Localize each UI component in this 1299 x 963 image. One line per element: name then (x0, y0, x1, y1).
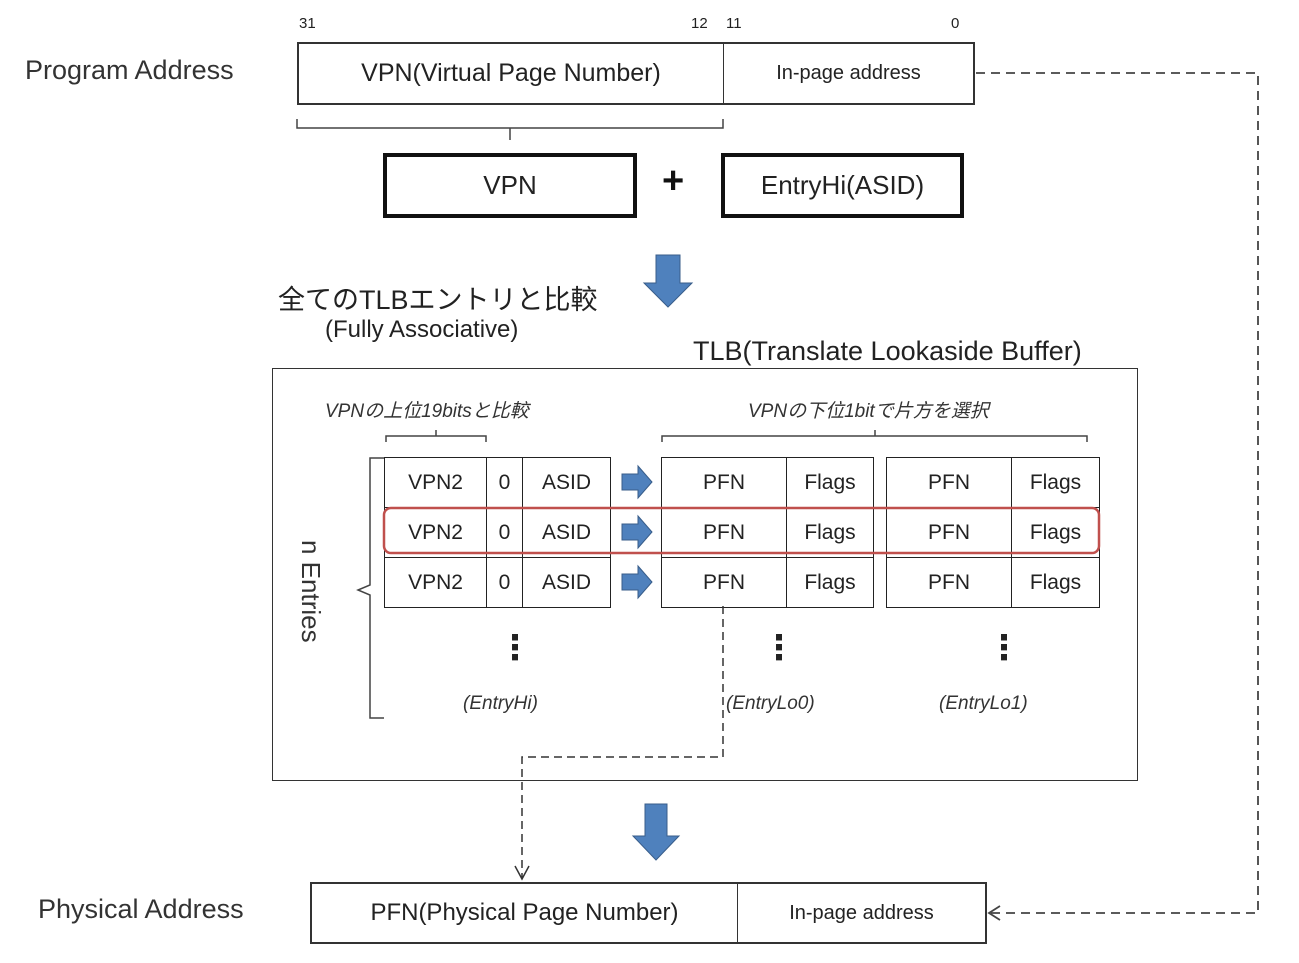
vpn2-cell: VPN2 (384, 457, 487, 508)
lo-brace (661, 430, 1088, 442)
pfn-arrowhead-icon (514, 865, 530, 881)
entryhi-label: (EntryHi) (463, 693, 538, 714)
pfn1-cell: PFN (886, 557, 1012, 608)
asid-cell: ASID (522, 557, 611, 608)
n-entries-brace (356, 457, 384, 719)
down-arrow-icon (642, 254, 694, 308)
bit-31: 31 (299, 15, 316, 32)
flags1-cell: Flags (1011, 457, 1100, 508)
bit-11: 11 (726, 15, 742, 32)
asid-key-box: EntryHi(ASID) (721, 153, 964, 218)
program-address-label: Program Address (25, 55, 234, 85)
row-arrow-icon (621, 564, 653, 600)
asid-cell: ASID (522, 457, 611, 508)
in-page-address-field: In-page address (776, 62, 921, 84)
pfn0-cell: PFN (661, 557, 787, 608)
vpn-brace (296, 119, 724, 140)
flags0-cell: Flags (786, 507, 874, 558)
physical-address-register: PFN(Physical Page Number) In-page addres… (310, 882, 987, 944)
vpn-field: VPN(Virtual Page Number) (299, 44, 724, 103)
entrylo0-label: (EntryLo0) (726, 693, 815, 714)
pfn-dashed-line (521, 606, 724, 878)
physical-address-label: Physical Address (38, 894, 244, 924)
plus-sign: + (662, 160, 685, 202)
bit-0: 0 (951, 15, 960, 32)
row-arrow-icon (621, 464, 653, 500)
row-arrow-icon (621, 514, 653, 550)
entrylo1-label: (EntryLo1) (939, 693, 1028, 714)
ellipsis-lo0: ⋮ (762, 629, 796, 667)
tlb-title: TLB(Translate Lookaside Buffer) (693, 336, 1082, 366)
fully-associative-note: (Fully Associative) (325, 316, 519, 343)
vpn-key-box: VPN (383, 153, 637, 218)
pfn-field: PFN(Physical Page Number) (312, 884, 738, 942)
vpn2-cell: VPN2 (384, 507, 487, 558)
hi-brace (385, 430, 487, 442)
flags0-cell: Flags (786, 557, 874, 608)
flags1-cell: Flags (1011, 557, 1100, 608)
program-address-register: VPN(Virtual Page Number) In-page address (297, 42, 975, 105)
down-arrow-2-icon (631, 803, 681, 861)
compare-note: 全てのTLBエントリと比較 (278, 285, 598, 315)
offset-arrowhead-icon (987, 905, 1001, 921)
physical-in-page-address-field: In-page address (789, 901, 934, 924)
lo-select-note: VPNの下位1bitで片方を選択 (748, 401, 989, 422)
ellipsis-lo1: ⋮ (987, 629, 1021, 667)
ellipsis-hi: ⋮ (498, 629, 532, 667)
hi-compare-note: VPNの上位19bitsと比較 (325, 401, 529, 422)
pfn1-cell: PFN (886, 507, 1012, 558)
tlb-frame (272, 368, 1138, 781)
offset-dashed-line (976, 72, 1259, 914)
pfn1-cell: PFN (886, 457, 1012, 508)
highlight-row-frame (382, 506, 1101, 555)
flags0-cell: Flags (786, 457, 874, 508)
bit-12: 12 (691, 15, 708, 32)
